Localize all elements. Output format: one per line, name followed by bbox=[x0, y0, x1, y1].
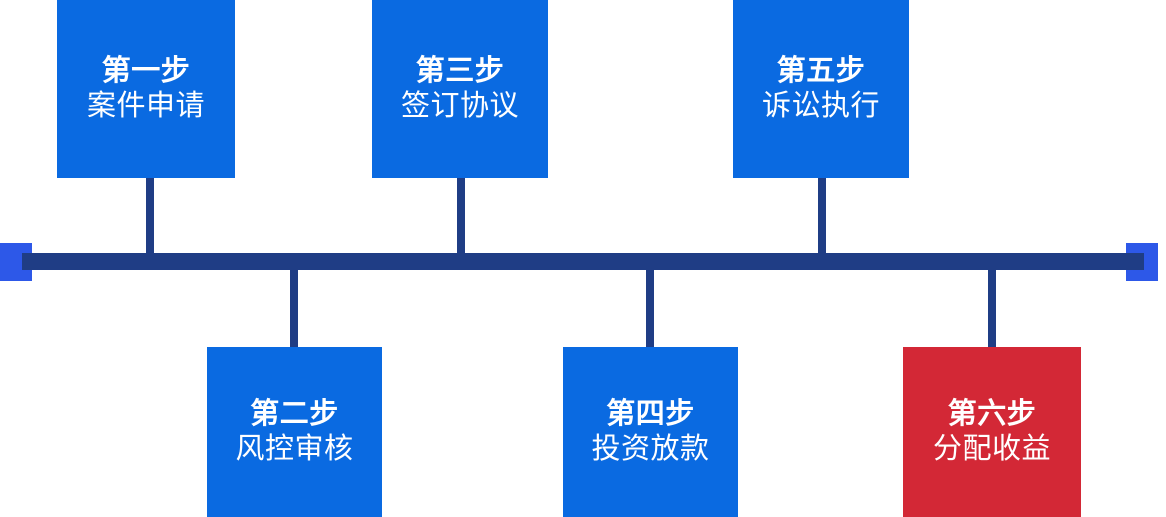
connector-step-1 bbox=[146, 178, 154, 255]
step-box-6[interactable]: 第六步 分配收益 bbox=[903, 347, 1081, 517]
step-5-desc: 诉讼执行 bbox=[761, 90, 880, 122]
connector-step-5 bbox=[818, 178, 826, 255]
step-box-5[interactable]: 第五步 诉讼执行 bbox=[733, 0, 909, 178]
step-box-1[interactable]: 第一步 案件申请 bbox=[57, 0, 235, 178]
step-1-title: 第一步 bbox=[101, 54, 191, 87]
step-6-title: 第六步 bbox=[947, 397, 1037, 430]
step-3-desc: 签订协议 bbox=[400, 90, 519, 122]
connector-step-6 bbox=[988, 268, 996, 348]
step-6-desc: 分配收益 bbox=[932, 433, 1051, 465]
step-2-desc: 风控审核 bbox=[235, 433, 354, 465]
step-1-desc: 案件申请 bbox=[86, 90, 205, 122]
connector-step-4 bbox=[646, 268, 654, 348]
connector-step-3 bbox=[457, 178, 465, 255]
step-5-title: 第五步 bbox=[776, 54, 866, 87]
step-box-2[interactable]: 第二步 风控审核 bbox=[207, 347, 382, 517]
step-box-4[interactable]: 第四步 投资放款 bbox=[563, 347, 738, 517]
step-box-3[interactable]: 第三步 签订协议 bbox=[372, 0, 548, 178]
step-2-title: 第二步 bbox=[250, 397, 339, 430]
step-3-title: 第三步 bbox=[415, 54, 505, 87]
step-4-title: 第四步 bbox=[606, 397, 695, 430]
step-4-desc: 投资放款 bbox=[591, 433, 710, 465]
connector-step-2 bbox=[290, 268, 298, 348]
timeline-spine bbox=[22, 253, 1144, 270]
